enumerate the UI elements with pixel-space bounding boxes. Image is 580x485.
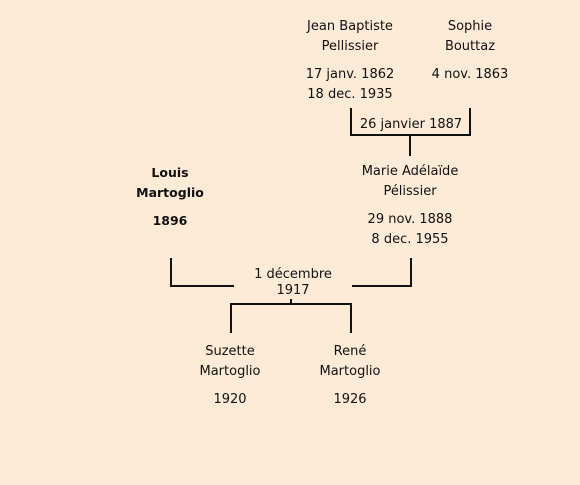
person-surname: Martoglio: [136, 185, 204, 200]
connector-line: [170, 258, 172, 287]
person-name: Marie Adélaïde: [361, 164, 459, 179]
child-line: [230, 303, 232, 333]
birth-date: 1926: [333, 392, 367, 407]
person-surname: Pellissier: [321, 39, 379, 54]
birth-date: 17 janv. 1862: [305, 67, 395, 82]
person-name: Sophie: [447, 19, 493, 34]
person-surname: Martoglio: [199, 364, 261, 379]
birth-date: 4 nov. 1863: [431, 67, 509, 82]
person-rene-martoglio: René Martoglio 1926: [275, 342, 425, 410]
person-suzette-martoglio: Suzette Martoglio 1920: [155, 342, 305, 410]
birth-date: 1896: [152, 213, 188, 228]
connector-line: [469, 108, 471, 136]
person-surname: Martoglio: [319, 364, 381, 379]
person-surname: Pélissier: [383, 184, 437, 199]
person-jean-baptiste-pellissier: Jean Baptiste Pellissier 17 janv. 1862 1…: [275, 17, 425, 105]
children-bar: [230, 303, 352, 305]
child-line: [350, 303, 352, 333]
death-date: 18 dec. 1935: [307, 87, 393, 102]
descent-line: [409, 134, 411, 156]
connector-line: [410, 258, 412, 287]
person-surname: Bouttaz: [444, 39, 496, 54]
person-name: Jean Baptiste: [307, 19, 393, 34]
person-name: René: [333, 344, 367, 359]
union-date-label: 26 janvier 1887: [355, 117, 467, 133]
person-sophie-bouttaz: Sophie Bouttaz 4 nov. 1863: [395, 17, 545, 85]
person-name: Louis: [151, 165, 189, 180]
birth-date: 29 nov. 1888: [367, 212, 453, 227]
union-date-label: 1 décembre 1917: [234, 267, 352, 299]
person-louis-martoglio: Louis Martoglio 1896: [95, 163, 245, 231]
person-name: Suzette: [205, 344, 255, 359]
death-date: 8 dec. 1955: [371, 232, 449, 247]
connector-line: [350, 108, 352, 136]
person-marie-adelaide-pelissier: Marie Adélaïde Pélissier 29 nov. 1888 8 …: [335, 162, 485, 250]
birth-date: 1920: [213, 392, 247, 407]
